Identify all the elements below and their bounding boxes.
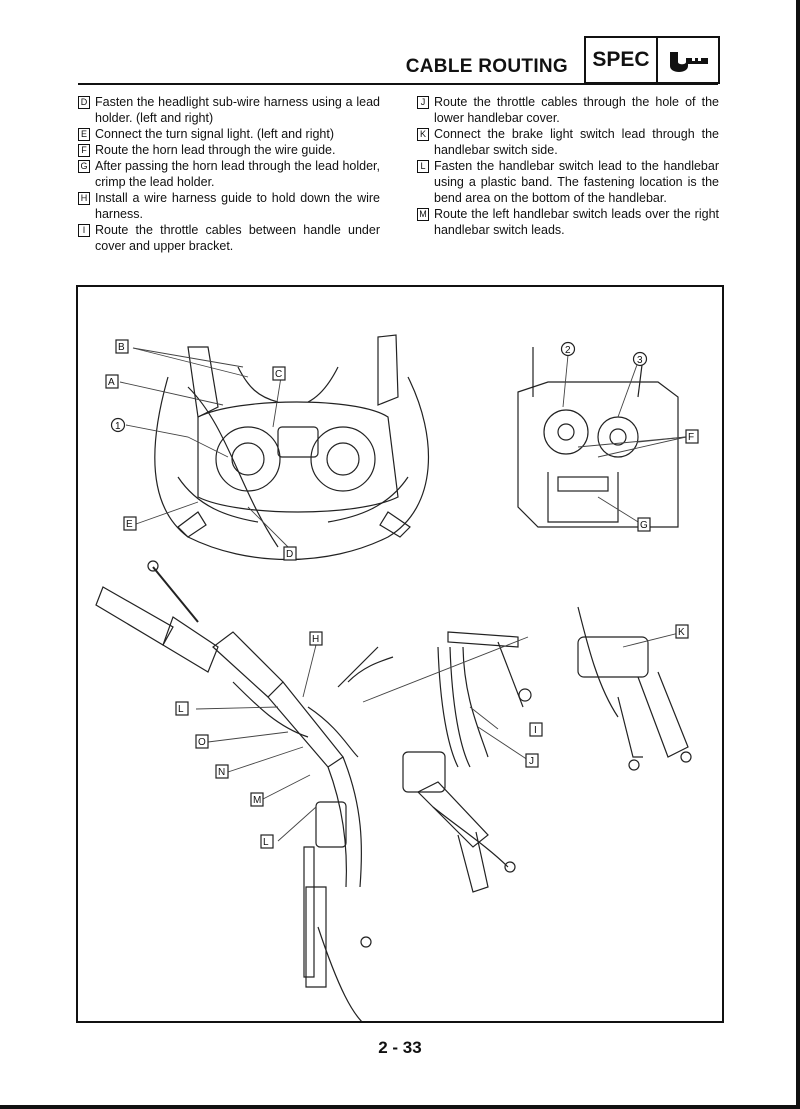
callout-f: F <box>685 429 699 444</box>
leader-lines <box>119 347 687 842</box>
diagram-svg: B A C 1 E D 2 3 F G H L O N M L I J K <box>95 334 699 1021</box>
callout-a: A <box>105 374 119 389</box>
callout-l-upper: L <box>175 701 189 716</box>
key-i: I <box>78 224 90 237</box>
callout-b: B <box>115 339 129 354</box>
callout-h: H <box>309 631 323 646</box>
callout-3: 3 <box>632 351 648 367</box>
page-number: 2 - 33 <box>378 1038 422 1057</box>
svg-text:F: F <box>688 432 694 443</box>
svg-text:K: K <box>678 627 685 638</box>
svg-text:C: C <box>275 369 282 380</box>
svg-text:L: L <box>178 704 184 715</box>
key-d: D <box>78 96 90 109</box>
key-g: G <box>78 160 90 173</box>
svg-text:M: M <box>253 795 261 806</box>
svg-text:L: L <box>263 837 269 848</box>
callout-n: N <box>215 764 229 779</box>
spec-label: SPEC <box>586 38 658 82</box>
svg-text:1: 1 <box>115 421 121 432</box>
spec-badge: SPEC <box>584 36 720 84</box>
svg-text:N: N <box>218 767 225 778</box>
svg-text:O: O <box>198 737 206 748</box>
svg-text:E: E <box>126 519 133 530</box>
callout-j: J <box>525 753 539 768</box>
svg-text:G: G <box>640 520 648 531</box>
callout-labels: B A C 1 E D 2 3 F G H L O N M L I J K <box>105 339 699 849</box>
left-handlebar-drawing <box>95 560 394 1021</box>
callout-l-lower: L <box>260 834 274 849</box>
callout-k: K <box>675 624 689 639</box>
callout-g: G <box>637 517 651 532</box>
callout-2: 2 <box>560 341 576 357</box>
horn-drawing <box>517 347 679 528</box>
callout-1: 1 <box>110 417 126 433</box>
callout-e: E <box>123 516 137 531</box>
callout-c: C <box>272 366 286 381</box>
key-k: K <box>417 128 429 141</box>
key-h: H <box>78 192 90 205</box>
svg-text:A: A <box>108 377 115 388</box>
key-m: M <box>417 208 429 221</box>
svg-text:3: 3 <box>637 355 643 366</box>
key-l: L <box>417 160 429 173</box>
key-e: E <box>78 128 90 141</box>
wrench-icon <box>670 52 708 72</box>
cable-routing-diagram: B A C 1 E D 2 3 F G H L O N M L I J K <box>76 285 724 1023</box>
svg-text:I: I <box>534 725 537 736</box>
headlight-housing-drawing <box>154 334 430 560</box>
section-title: CABLE ROUTING <box>405 56 568 77</box>
svg-text:H: H <box>312 634 319 645</box>
svg-text:2: 2 <box>565 345 571 356</box>
callout-d: D <box>283 546 297 561</box>
callout-o: O <box>195 734 209 749</box>
throttle-drawing <box>402 631 532 893</box>
callout-i: I <box>529 722 543 737</box>
right-switch-drawing <box>577 606 692 771</box>
svg-text:B: B <box>118 342 125 353</box>
svg-text:D: D <box>286 549 293 560</box>
svg-text:J: J <box>529 756 534 767</box>
page-header: CABLE ROUTING SPEC <box>78 36 720 86</box>
key-j: J <box>417 96 429 109</box>
callout-m: M <box>250 792 264 807</box>
header-rule <box>78 83 718 85</box>
key-f: F <box>78 144 90 157</box>
